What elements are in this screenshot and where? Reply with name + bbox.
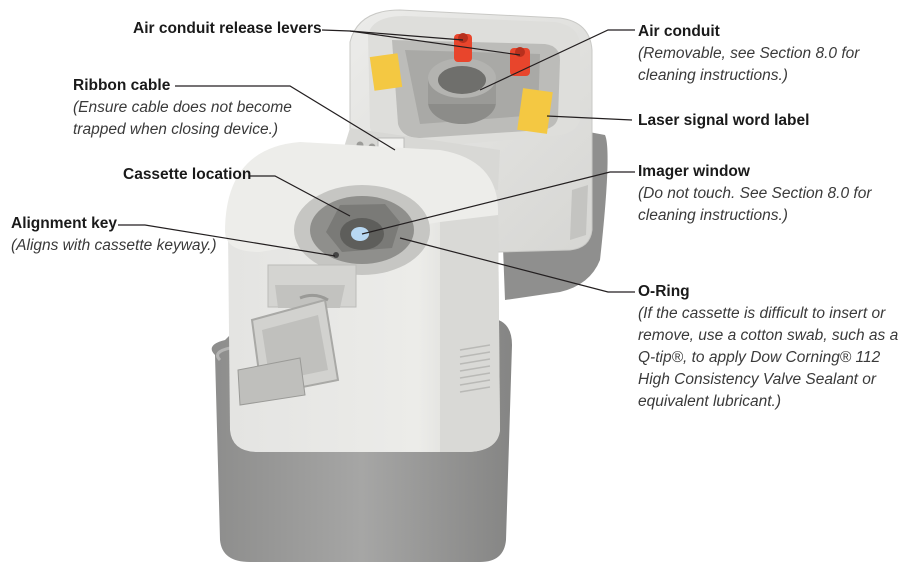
imager-window-title: Imager window (638, 163, 750, 180)
imager-window-graphic (351, 227, 369, 241)
latch (237, 264, 357, 406)
leader-alignment-key (118, 224, 336, 257)
leader-air-conduit (479, 29, 635, 91)
o-ring-desc-line: Q-tip®, to apply Dow Corning® 112 (638, 349, 881, 366)
alignment-key-graphic (333, 252, 339, 258)
leader-cassette-location (250, 175, 351, 217)
air-conduit-desc-line: cleaning instructions.) (638, 67, 788, 84)
laser-signal-word-label-graphic (517, 88, 553, 134)
imager-window-desc-line: cleaning instructions.) (638, 207, 788, 224)
callout-imager-window: Imager window (Do not touch. See Section… (638, 161, 872, 227)
o-ring-desc-line: remove, use a cotton swab, such as a (638, 327, 898, 344)
leader-laser-label (546, 115, 633, 121)
alignment-key-title: Alignment key (11, 215, 117, 232)
callout-air-conduit-release-levers: Air conduit release levers (133, 18, 322, 40)
callout-ribbon-cable: Ribbon cable (Ensure cable does not beco… (73, 75, 292, 141)
front-body (225, 142, 500, 452)
air-conduit-title: Air conduit (638, 23, 720, 40)
laser-label-left (369, 53, 403, 91)
leader-ribbon-cable (175, 85, 396, 151)
callout-cassette-location: Cassette location (123, 164, 251, 186)
air-conduit-desc-line: (Removable, see Section 8.0 for (638, 45, 860, 62)
leader-lines (118, 29, 635, 293)
o-ring-title: O-Ring (638, 283, 690, 300)
o-ring-desc-line: (If the cassette is difficult to insert … (638, 305, 886, 322)
air-conduit-release-levers-graphic (454, 33, 530, 76)
leader-release-levers-b (349, 30, 521, 56)
cassette-location-title: Cassette location (123, 166, 252, 183)
cassette-location-graphic (294, 185, 430, 275)
callout-laser-signal-word-label: Laser signal word label (638, 110, 809, 132)
callout-o-ring: O-Ring (If the cassette is difficult to … (638, 281, 898, 413)
imager-window-desc-line: (Do not touch. See Section 8.0 for (638, 185, 872, 202)
o-ring-desc-line: equivalent lubricant.) (638, 393, 782, 410)
ribbon-cable-desc-line: (Ensure cable does not become (73, 99, 292, 116)
o-ring-desc-line: High Consistency Valve Sealant or (638, 371, 877, 388)
ribbon-cable-title: Ribbon cable (73, 77, 171, 94)
air-conduit-graphic (428, 58, 496, 124)
ribbon-cable-desc-line: trapped when closing device.) (73, 121, 279, 138)
callout-air-conduit: Air conduit (Removable, see Section 8.0 … (638, 21, 859, 87)
laser-label-title: Laser signal word label (638, 112, 810, 129)
callout-alignment-key: Alignment key (Aligns with cassette keyw… (11, 213, 217, 257)
alignment-key-desc-line: (Aligns with cassette keyway.) (11, 237, 217, 254)
leader-o-ring (399, 237, 635, 293)
release-levers-title: Air conduit release levers (133, 20, 322, 37)
leader-imager-window (361, 171, 635, 235)
